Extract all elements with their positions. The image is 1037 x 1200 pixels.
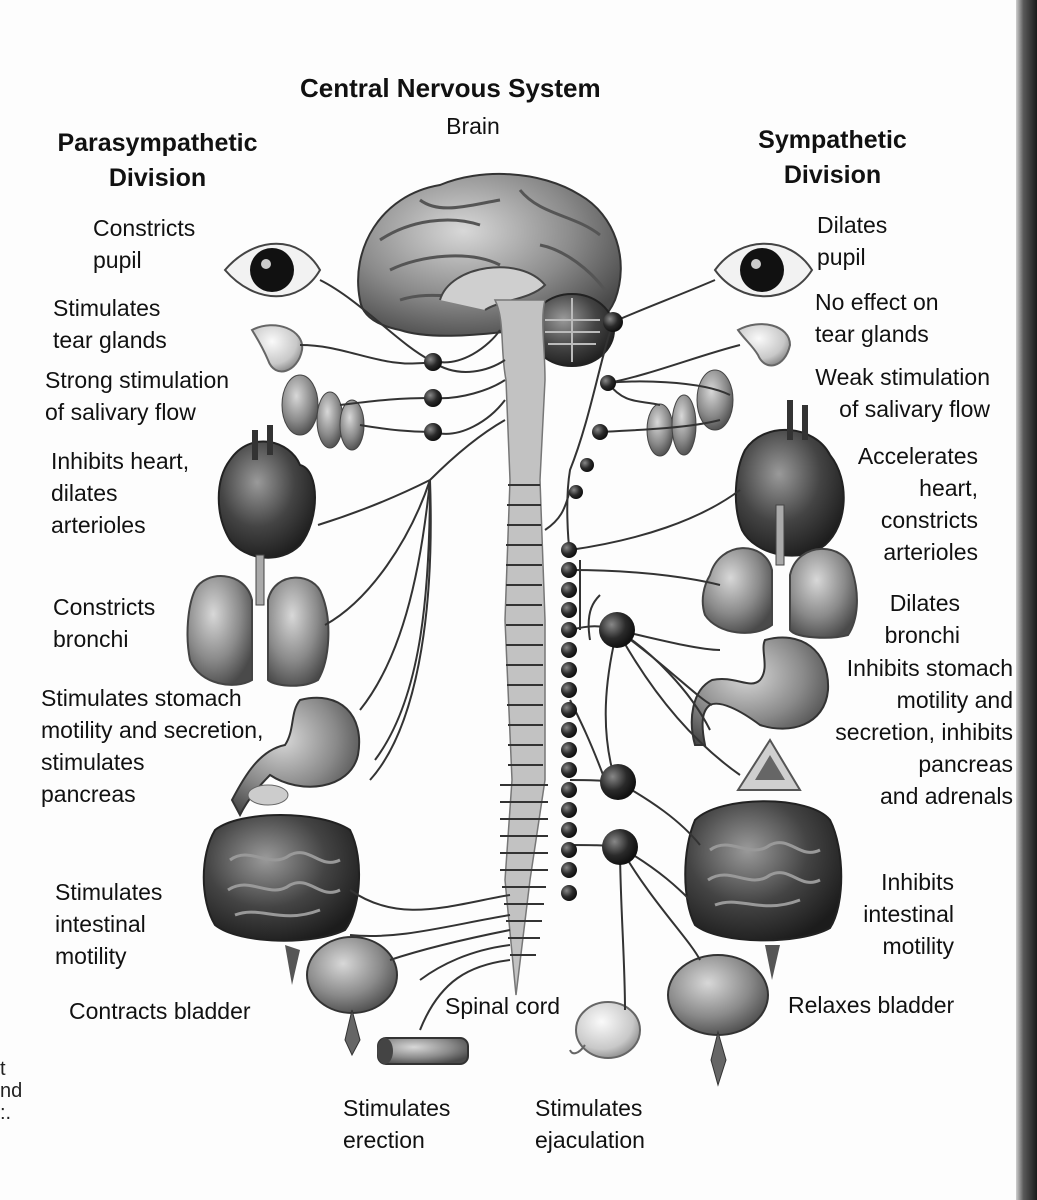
right-intestines [684, 800, 843, 980]
left-bladder [306, 936, 398, 1057]
ganglion [561, 682, 577, 698]
ganglion [561, 722, 577, 738]
right-bladder [667, 954, 769, 1087]
page-binding-edge [1016, 0, 1037, 1200]
brain-label: Brain [446, 113, 500, 139]
ganglion [561, 842, 577, 858]
ganglion [561, 802, 577, 818]
ganglion [424, 389, 442, 407]
para-bronchi-effect: Constricts bronchi [53, 594, 156, 652]
ganglion [600, 764, 636, 800]
cns-title: Central Nervous System [300, 73, 601, 103]
symp-tear-effect: No effect on tear glands [815, 289, 939, 347]
symp-pupil-effect: Dilates pupil [817, 212, 888, 270]
left-eye [223, 242, 322, 298]
brain-illustration [357, 172, 622, 367]
ganglion [561, 762, 577, 778]
ganglion [599, 612, 635, 648]
para-bladder-effect: Contracts bladder [69, 998, 251, 1024]
right-stomach [690, 636, 830, 746]
left-intestines [202, 814, 360, 985]
ganglion [561, 602, 577, 618]
right-tear-gland [736, 323, 792, 367]
ganglion [569, 485, 583, 499]
ganglion [600, 375, 616, 391]
spinal-cord-label: Spinal cord [445, 993, 561, 1019]
ganglion [561, 862, 577, 878]
symp-salivary-effect: Weak stimulation of salivary flow [815, 364, 990, 422]
right-lungs [701, 504, 858, 639]
para-erection-effect: Stimulates erection [343, 1095, 451, 1153]
right-salivary-glands [646, 369, 734, 457]
ganglion [592, 424, 608, 440]
ganglion [580, 458, 594, 472]
ganglion [561, 702, 577, 718]
ganglion [424, 423, 442, 441]
ganglion [561, 562, 577, 578]
symp-stomach-adrenal-effect: Inhibits stomach motility and secretion,… [835, 655, 1013, 809]
ganglion [603, 312, 623, 332]
penis-illustration [377, 1037, 469, 1065]
para-pupil-effect: Constricts pupil [93, 215, 196, 273]
left-stomach [230, 696, 361, 818]
symp-heart-effect: Accelerates heart, constricts arterioles [857, 443, 978, 565]
para-tear-effect: Stimulates tear glands [53, 295, 167, 353]
left-heart [217, 425, 316, 559]
parasympathetic-heading: Parasympathetic Division [57, 129, 258, 192]
symp-bladder-effect: Relaxes bladder [788, 992, 955, 1018]
left-salivary-glands [281, 374, 365, 451]
para-stomach-effect: Stimulates stomach motility and secretio… [41, 685, 264, 807]
testis-illustration [569, 1001, 641, 1059]
ganglion [561, 782, 577, 798]
right-heart [734, 400, 845, 557]
parasympathetic-nerves [299, 279, 511, 1031]
left-tear-gland [250, 324, 304, 373]
ganglion [561, 662, 577, 678]
ganglion [561, 642, 577, 658]
ganglion [561, 622, 577, 638]
ganglion [424, 353, 442, 371]
right-eye [713, 242, 814, 298]
adrenal-illustration [736, 738, 802, 791]
ganglia [424, 312, 638, 901]
symp-ejaculation-effect: Stimulates ejaculation [535, 1095, 645, 1153]
ganglion [602, 829, 638, 865]
sympathetic-heading: Sympathetic Division [758, 126, 907, 189]
symp-intestine-effect: Inhibits intestinal motility [863, 869, 954, 959]
ganglion [561, 885, 577, 901]
para-intestine-effect: Stimulates intestinal motility [55, 879, 163, 969]
symp-bronchi-effect: Dilates bronchi [884, 590, 960, 648]
cropped-margin-text: t nd :. [0, 1058, 23, 1124]
ganglion [561, 582, 577, 598]
para-salivary-effect: Strong stimulation of salivary flow [45, 367, 230, 425]
spinal-cord [493, 299, 548, 996]
para-heart-effect: Inhibits heart, dilates arterioles [51, 448, 190, 538]
ganglion [561, 742, 577, 758]
ganglion [561, 822, 577, 838]
left-lungs [186, 554, 330, 687]
ganglion [561, 542, 577, 558]
